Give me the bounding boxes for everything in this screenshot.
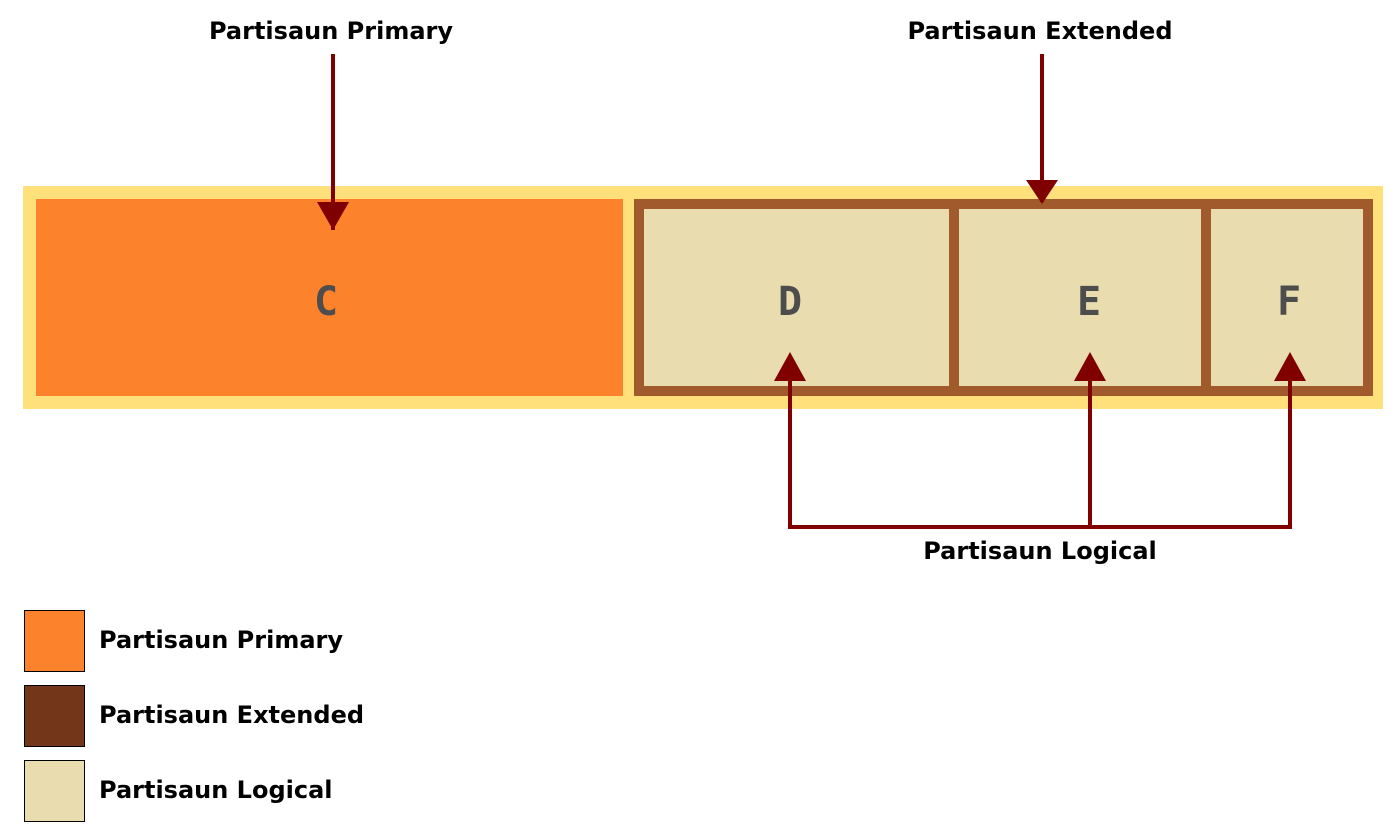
legend-label-primary: Partisaun Primary — [99, 626, 343, 654]
legend-swatch-logical — [24, 760, 85, 822]
legend-swatch-extended — [24, 685, 85, 747]
extended-partition — [634, 199, 1373, 396]
callout-primary-arrowhead — [317, 202, 349, 230]
legend-label-logical: Partisaun Logical — [99, 776, 333, 804]
callout-logical-arrowhead-e — [1074, 352, 1106, 381]
callout-logical-arrowhead-d — [774, 352, 806, 381]
legend-swatch-primary — [24, 610, 85, 672]
partition-f-label: F — [1277, 279, 1301, 325]
callout-extended-arrowhead — [1026, 180, 1058, 204]
partition-c-label: C — [314, 279, 338, 325]
legend: Partisaun Primary Partisaun Extended Par… — [24, 610, 364, 822]
primary-partition-c — [36, 199, 623, 396]
partition-d-label: D — [778, 279, 802, 325]
callout-logical-bracket — [788, 380, 1292, 529]
callout-logical-label: Partisaun Logical — [923, 537, 1157, 565]
callout-primary-label: Partisaun Primary — [209, 17, 453, 45]
callout-logical-arrowhead-f — [1274, 352, 1306, 381]
callout-extended-label: Partisaun Extended — [907, 17, 1172, 45]
partition-e-label: E — [1077, 279, 1101, 325]
legend-label-extended: Partisaun Extended — [99, 701, 364, 729]
